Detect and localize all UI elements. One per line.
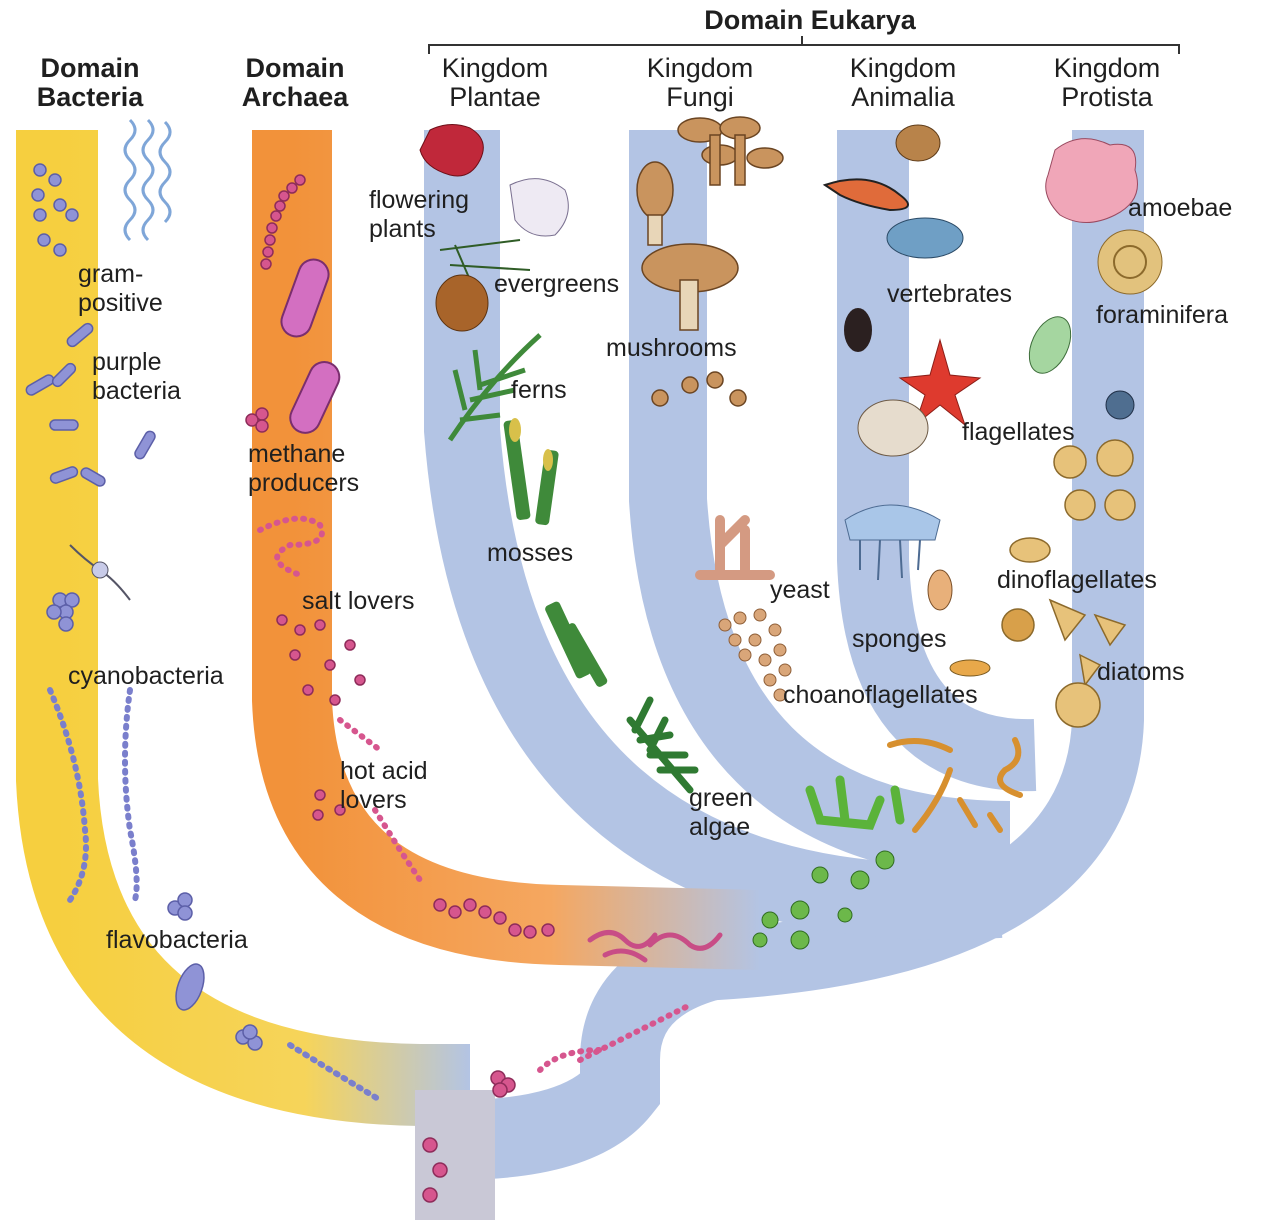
label-mushrooms: mushrooms xyxy=(606,334,737,363)
header-kingdom-fungi: Kingdom Fungi xyxy=(610,54,790,112)
label-flowering-plants: flowering plants xyxy=(369,186,469,244)
label-mosses: mosses xyxy=(487,539,573,568)
label-green-algae: green algae xyxy=(689,784,753,842)
label-methane-producers: methane producers xyxy=(248,440,359,498)
label-gram-positive: gram- positive xyxy=(78,260,163,318)
label-flagellates: flagellates xyxy=(962,418,1075,447)
label-amoebae: amoebae xyxy=(1128,194,1232,223)
header-domain-eukarya: Domain Eukarya xyxy=(620,6,1000,35)
label-ferns: ferns xyxy=(511,376,567,405)
label-flavobacteria: flavobacteria xyxy=(106,926,248,955)
eukarya-bracket-tick xyxy=(801,36,803,46)
label-hot-acid-lovers: hot acid lovers xyxy=(340,757,428,815)
label-foraminifera: foraminifera xyxy=(1096,301,1228,330)
header-domain-bacteria: Domain Bacteria xyxy=(0,54,180,112)
label-diatoms: diatoms xyxy=(1097,658,1185,687)
label-vertebrates: vertebrates xyxy=(887,280,1012,309)
label-sponges: sponges xyxy=(852,625,947,654)
header-kingdom-plantae: Kingdom Plantae xyxy=(405,54,585,112)
label-salt-lovers: salt lovers xyxy=(302,587,415,616)
header-domain-archaea: Domain Archaea xyxy=(205,54,385,112)
header-kingdom-protista: Kingdom Protista xyxy=(1017,54,1197,112)
label-purple-bacteria: purple bacteria xyxy=(92,348,181,406)
label-cyanobacteria: cyanobacteria xyxy=(68,662,224,691)
label-evergreens: evergreens xyxy=(494,270,619,299)
label-dinoflagellates: dinoflagellates xyxy=(997,566,1157,595)
header-kingdom-animalia: Kingdom Animalia xyxy=(813,54,993,112)
label-yeast: yeast xyxy=(770,576,830,605)
label-choanoflagellates: choanoflagellates xyxy=(783,681,978,710)
